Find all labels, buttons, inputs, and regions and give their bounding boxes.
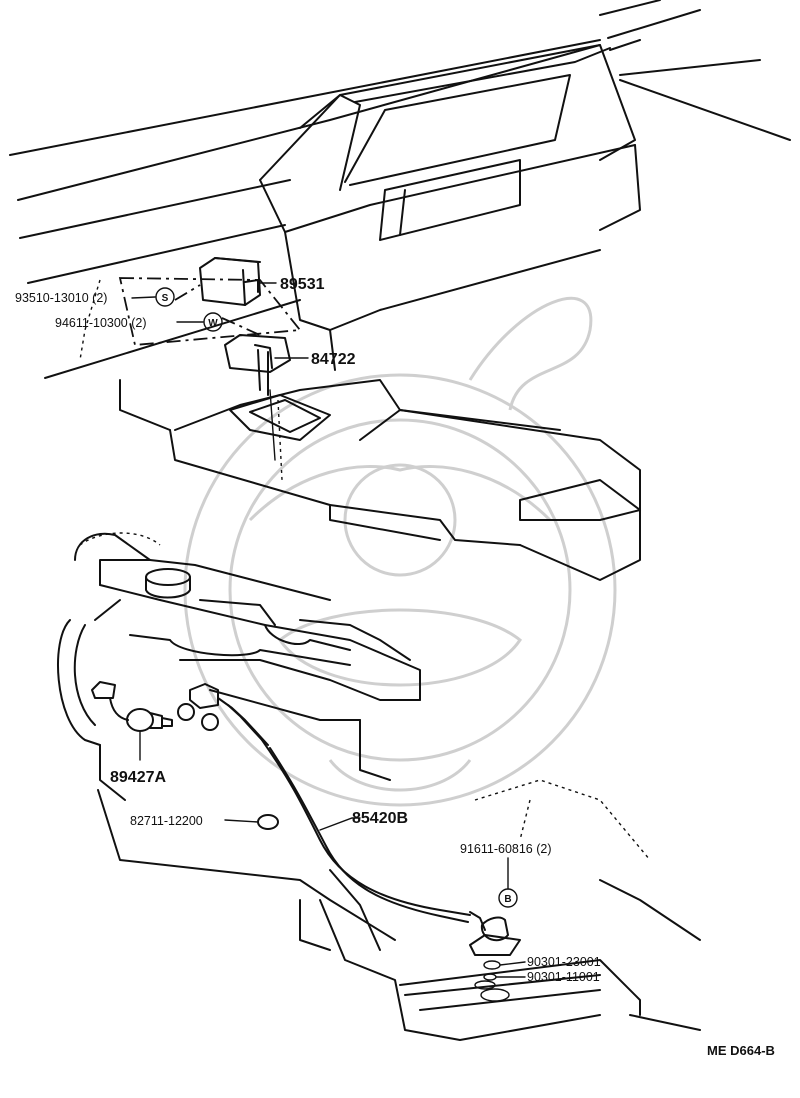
label-94611-10300: 94611-10300 (2) <box>55 316 147 330</box>
bolt-symbol-b: B <box>498 857 518 908</box>
label-85420B: 85420B <box>352 810 408 827</box>
clip-82711 <box>224 814 279 830</box>
leader-90301-23001 <box>499 961 526 966</box>
svg-text:W: W <box>208 318 218 329</box>
label-90301-11001: 90301-11001 <box>527 970 600 984</box>
label-84722: 84722 <box>311 351 356 368</box>
label-90301-23001: 90301-23001 <box>527 955 601 969</box>
o-ring-11001 <box>483 973 497 981</box>
label-82711-12200: 82711-12200 <box>130 814 203 828</box>
label-89531: 89531 <box>280 276 325 293</box>
switch-84722 <box>224 334 291 396</box>
screw-symbol-s: S <box>155 287 175 307</box>
svg-text:S: S <box>162 293 169 304</box>
washer-symbol-w: W <box>203 312 223 332</box>
transmission-drawing <box>57 532 701 1041</box>
instrument-panel-drawing <box>9 0 791 581</box>
relay-89531 <box>199 257 261 306</box>
label-91611-60816: 91611-60816 (2) <box>460 842 552 856</box>
o-ring-23001 <box>483 960 501 970</box>
svg-text:B: B <box>504 894 511 905</box>
leader-nut-relay <box>221 317 263 337</box>
diagram-code: ME D664-B <box>707 1043 775 1058</box>
label-93510-13010: 93510-13010 (2) <box>15 291 107 305</box>
sensor-89427A <box>91 681 173 761</box>
grommets <box>177 683 219 731</box>
watermark-emblem <box>183 296 617 807</box>
cable-85420B <box>217 697 521 956</box>
bracket-outline <box>118 277 302 346</box>
label-89427A: 89427A <box>110 769 166 786</box>
leader-screw-relay <box>174 284 201 301</box>
leader-93510 <box>131 296 156 299</box>
